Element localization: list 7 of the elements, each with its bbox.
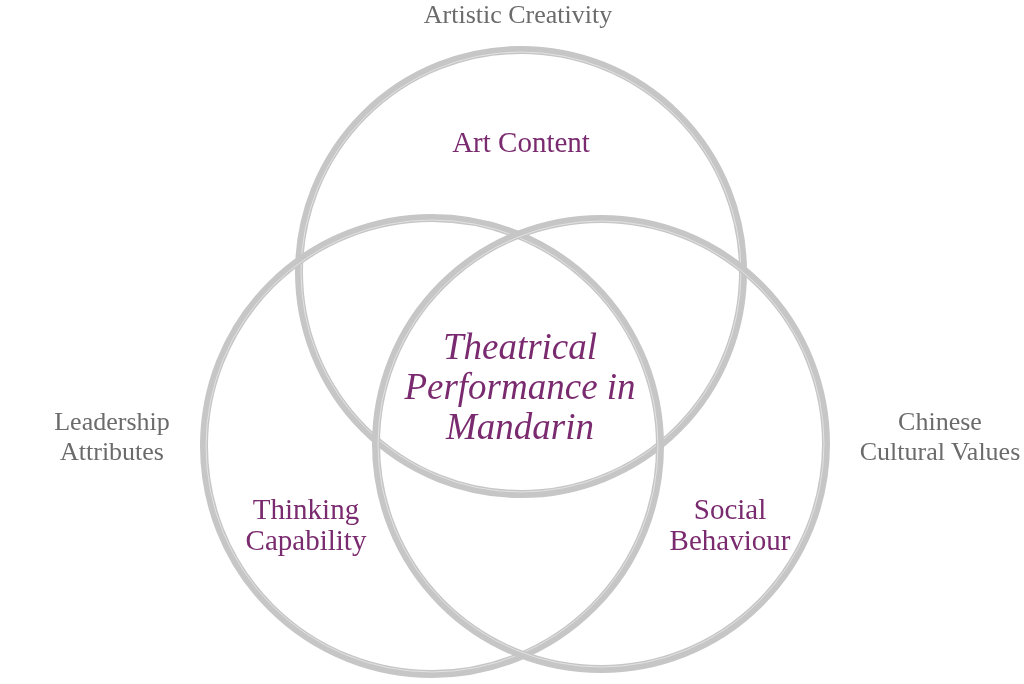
center-label: Theatrical Performance in Mandarin — [403, 327, 637, 447]
circle-caption: Leadership Attributes — [53, 407, 171, 467]
circle-label: Social Behaviour — [668, 494, 792, 556]
circle-caption: Chinese Cultural Values — [858, 407, 1022, 467]
circle-label: Thinking Capability — [244, 494, 368, 556]
circle-caption: Artistic Creativity — [422, 0, 614, 30]
circle-label: Art Content — [451, 127, 591, 158]
